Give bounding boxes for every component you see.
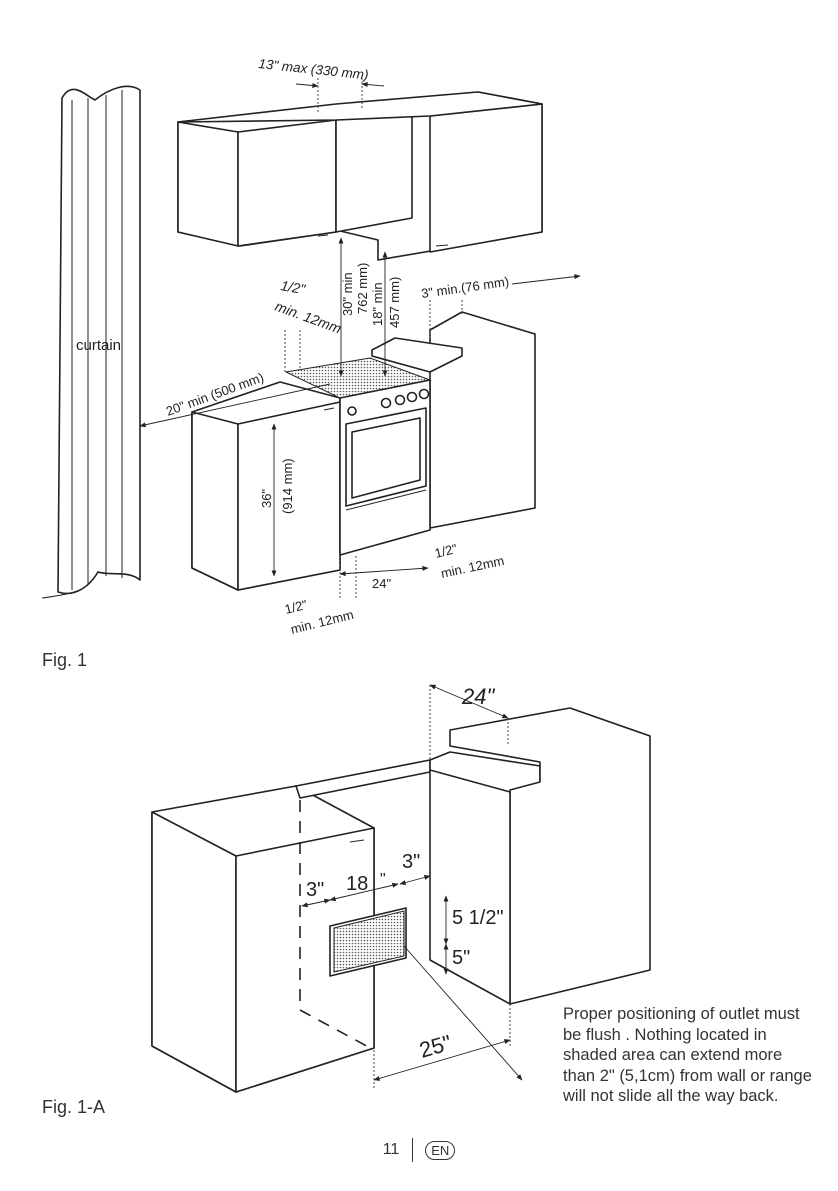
- counter-height-mm-label: (914 mm): [280, 458, 295, 514]
- language-badge: EN: [425, 1140, 456, 1160]
- zone-width-unit-label: ": [380, 871, 386, 888]
- figure-1a-caption: Fig. 1-A: [42, 1097, 106, 1117]
- right-bottom-gap-fraction-label: 1/2": [433, 541, 459, 561]
- range-width-label: 24": [372, 576, 391, 591]
- top-offset-label: 5 1/2": [452, 907, 504, 929]
- curtain-drawing: [41, 85, 141, 599]
- figure-1-dimensions: [139, 78, 581, 600]
- page-number: 11: [382, 1141, 400, 1159]
- counter-height-label: 36": [259, 489, 274, 508]
- zone-width-label: 18: [346, 873, 368, 895]
- zone-height-label: 5": [452, 947, 470, 969]
- right-offset-label: 3": [402, 851, 420, 873]
- right-gap-label: 3" min.(76 mm): [420, 274, 510, 301]
- range-drawing: [284, 357, 432, 556]
- left-offset-label: 3": [306, 879, 324, 901]
- side-gap-min-label: min. 12mm: [273, 298, 344, 337]
- base-cabinets: [191, 311, 536, 591]
- top-gap-label: 13" max (330 mm): [258, 56, 370, 82]
- hood-clearance-mm-label: 762 mm): [355, 263, 370, 314]
- page-footer: 11 EN: [0, 1138, 838, 1162]
- wall-cabinets: [177, 91, 543, 261]
- hood-clearance-label: 30" min: [340, 272, 355, 316]
- cabinet-clearance-label: 18" min: [370, 282, 385, 326]
- left-bottom-gap-fraction-label: 1/2": [283, 597, 309, 617]
- figure-1a-drawing: [151, 684, 651, 1093]
- footer-divider: [411, 1138, 413, 1162]
- side-gap-fraction-label: 1/2": [279, 277, 307, 297]
- depth-label: 24": [461, 684, 495, 709]
- outlet-positioning-note: Proper positioning of outlet must be flu…: [563, 1005, 812, 1105]
- cabinet-clearance-mm-label: 457 mm): [387, 277, 402, 328]
- figure-1-drawing: [41, 78, 581, 600]
- curtain-label: curtain: [76, 337, 121, 354]
- figure-1-caption: Fig. 1: [42, 650, 88, 670]
